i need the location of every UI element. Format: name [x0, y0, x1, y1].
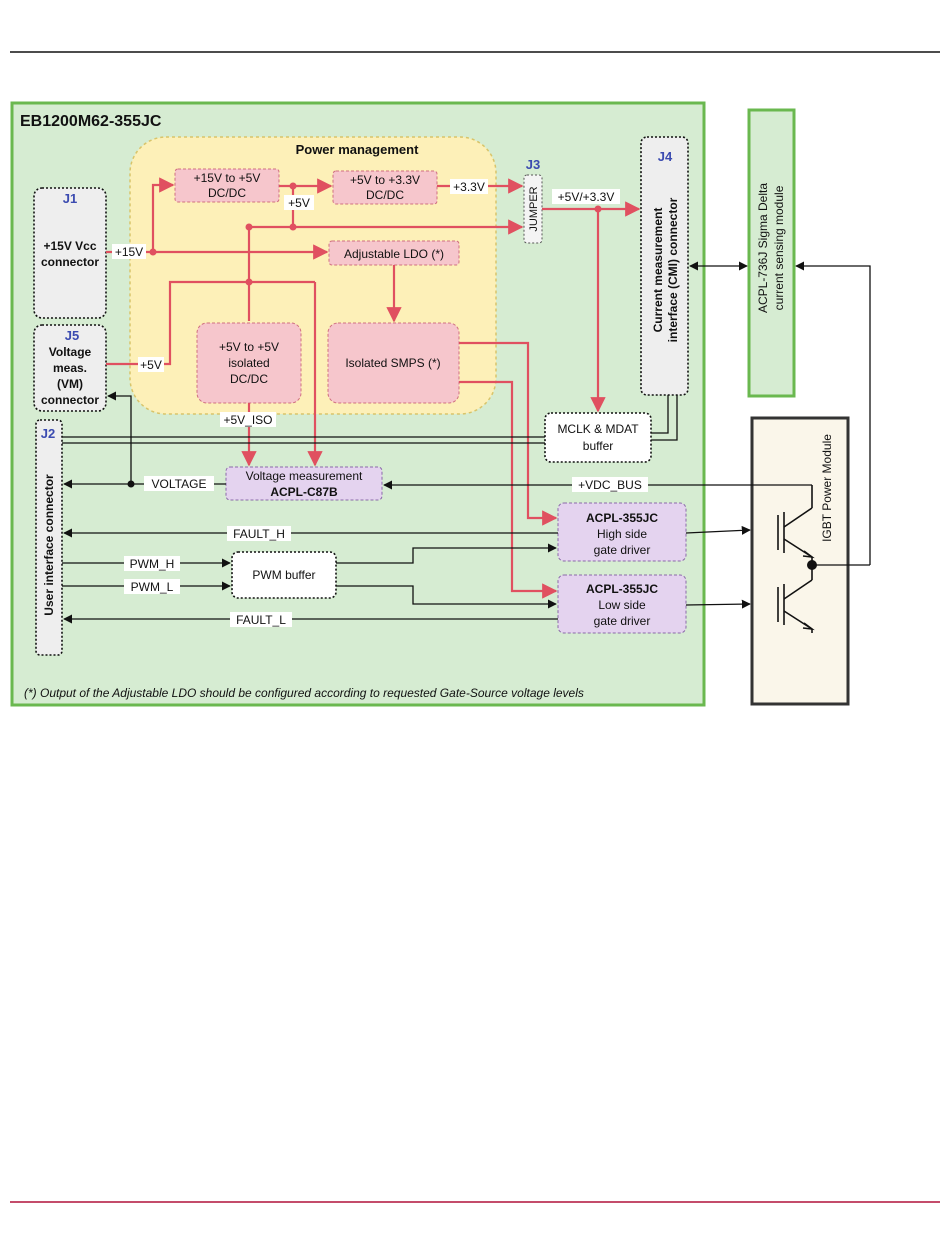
label-5v-j5: +5V [140, 358, 162, 372]
isolated-dcdc-label-3: DC/DC [230, 372, 268, 386]
j5-id: J5 [65, 328, 79, 343]
pwm-buffer-block [231, 551, 337, 599]
j2-connector [35, 419, 63, 656]
signal-labels: +15V +5V +3.3V +5V/+3.3V +5V +5V_ISO VOL… [112, 179, 648, 627]
low-side-driver-block [557, 574, 687, 634]
isolated-smps-block [327, 322, 460, 404]
dcdc-15v-5v-label-1: +15V to +5V [194, 171, 261, 185]
label-5v-iso: +5V_ISO [223, 413, 272, 427]
igbt-high-side-icon [777, 485, 815, 565]
j5-connector [33, 324, 107, 412]
label-pwm-h: PWM_H [130, 557, 175, 571]
low-driver-label-3: gate driver [594, 614, 651, 628]
j1-connector [33, 187, 107, 319]
high-side-driver-block [557, 502, 687, 562]
vmeas-label-2: ACPL-C87B [270, 485, 338, 499]
signal-wires [62, 261, 871, 624]
board-footnote: (*) Output of the Adjustable LDO should … [24, 686, 584, 700]
j1-label-1: +15V Vcc [43, 239, 96, 253]
label-15v: +15V [115, 245, 143, 259]
high-driver-label-1: ACPL-355JC [586, 511, 658, 525]
high-driver-label-2: High side [597, 527, 647, 541]
igbt-label: IGBT Power Module [820, 434, 834, 542]
sigma-delta-module [747, 108, 796, 398]
label-pwm-l: PWM_L [131, 580, 174, 594]
j4-id: J4 [658, 149, 673, 164]
low-driver-label-1: ACPL-355JC [586, 582, 658, 596]
j3-jumper [523, 174, 543, 244]
j2-id: J2 [41, 426, 55, 441]
j5-label-1: Voltage [49, 345, 92, 359]
dcdc-5v-33v-label-2: DC/DC [366, 188, 404, 202]
voltage-junction-dot [127, 480, 135, 488]
j5-label-3: (VM) [57, 377, 83, 391]
mclk-label-1: MCLK & MDAT [557, 422, 639, 436]
sigma-delta-label-2: current sensing module [772, 185, 786, 310]
j5-label-4: connector [41, 393, 99, 407]
igbt-power-module [750, 416, 850, 706]
adjustable-ldo-block [328, 240, 460, 266]
isolated-smps-label: Isolated SMPS (*) [345, 356, 440, 370]
j4-connector [640, 136, 689, 396]
label-5v-33v: +5V/+3.3V [558, 190, 615, 204]
isolated-dcdc-label-2: isolated [228, 356, 269, 370]
power-junction-dots [149, 182, 602, 286]
dcdc-15v-5v-label-2: DC/DC [208, 186, 246, 200]
dcdc-5v-33v-block [332, 170, 438, 205]
isolated-dcdc-label-1: +5V to +5V [219, 340, 279, 354]
j4-label-2: interface (CMI) connector [666, 197, 680, 342]
vmeas-label-1: Voltage measurement [246, 469, 363, 483]
label-fault-l: FAULT_L [236, 613, 286, 627]
j3-id: J3 [526, 157, 540, 172]
board-title: EB1200M62-355JC [20, 113, 162, 130]
label-fault-h: FAULT_H [233, 527, 285, 541]
igbt-low-side-icon [777, 565, 815, 633]
label-33v: +3.3V [453, 180, 485, 194]
dcdc-5v-33v-label-1: +5V to +3.3V [350, 173, 420, 187]
mclk-mdat-buffer-block [544, 412, 652, 463]
j1-label-2: connector [41, 255, 99, 269]
j4-label-1: Current measurement [651, 208, 665, 333]
sigma-delta-label-1: ACPL-736J Sigma Delta [756, 183, 770, 313]
label-5v-top: +5V [288, 196, 310, 210]
j3-label: JUMPER [528, 186, 540, 231]
label-voltage: VOLTAGE [152, 477, 207, 491]
j1-id: J1 [63, 191, 77, 206]
power-management-title: Power management [296, 142, 419, 157]
label-vdc-bus: +VDC_BUS [578, 478, 642, 492]
adjustable-ldo-label: Adjustable LDO (*) [344, 247, 444, 261]
mclk-label-2: buffer [583, 439, 613, 453]
low-driver-label-2: Low side [598, 598, 646, 612]
pwm-buffer-label: PWM buffer [252, 568, 315, 582]
j2-label: User interface connector [42, 474, 56, 616]
high-driver-label-3: gate driver [594, 543, 651, 557]
j5-label-2: meas. [53, 361, 87, 375]
